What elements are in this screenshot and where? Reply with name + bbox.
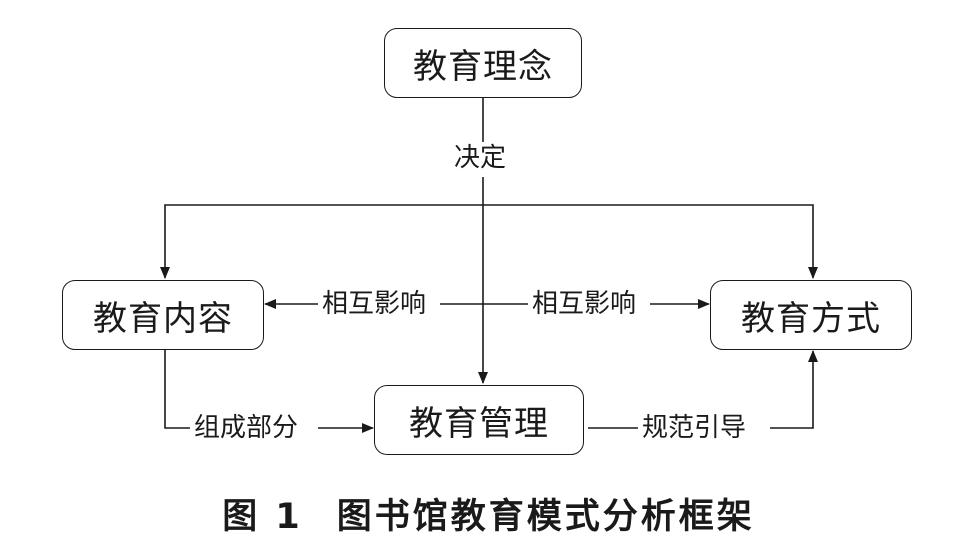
figure-number: 图 1 <box>222 497 303 537</box>
edge-label-component: 组成部分 <box>190 413 303 443</box>
decides-to-method-arrow <box>483 204 818 279</box>
decides-to-content-arrow <box>160 204 483 279</box>
component-line <box>164 349 190 429</box>
edge-label-decides: 决定 <box>450 143 511 173</box>
node-education-content: 教育内容 <box>62 280 264 350</box>
node-education-method-label: 教育方式 <box>741 298 881 339</box>
node-education-method: 教育方式 <box>710 280 912 350</box>
edge-label-guide: 规范引导 <box>638 413 751 443</box>
node-education-management: 教育管理 <box>374 385 584 455</box>
guide-arrow <box>770 350 818 429</box>
edge-label-interact-left: 相互影响 <box>318 289 431 319</box>
node-education-management-label: 教育管理 <box>409 403 549 444</box>
node-education-concept-label: 教育理念 <box>413 46 553 87</box>
figure-caption: 图 1 图书馆教育模式分析框架 <box>0 488 977 539</box>
figure-title: 图书馆教育模式分析框架 <box>336 497 755 537</box>
node-education-content-label: 教育内容 <box>93 298 233 339</box>
edge-label-interact-right: 相互影响 <box>528 289 641 319</box>
node-education-concept: 教育理念 <box>384 28 582 98</box>
